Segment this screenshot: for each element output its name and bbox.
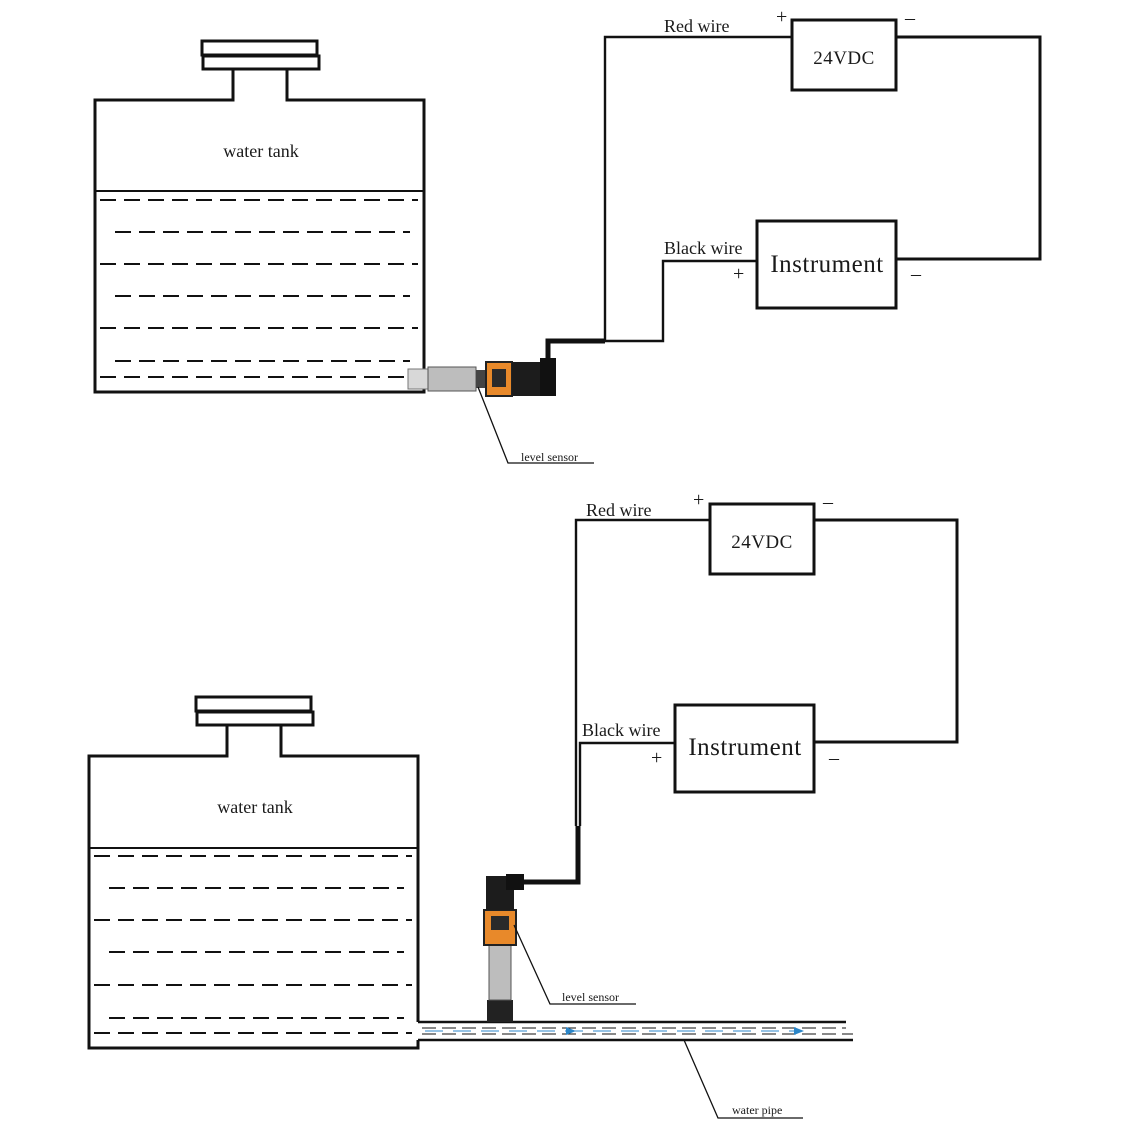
bottom-sensor-base bbox=[487, 1000, 513, 1022]
top-instrument-label: Instrument bbox=[770, 251, 883, 278]
top-sensor-label: level sensor bbox=[521, 450, 578, 464]
bottom-tank-cap-flange bbox=[195, 710, 315, 727]
bottom-sensor-display bbox=[491, 916, 509, 930]
top-power-plus: + bbox=[776, 6, 787, 28]
bottom-instrument-minus: – bbox=[828, 747, 840, 769]
top-instrument bbox=[755, 219, 898, 310]
bottom-power-supply bbox=[708, 502, 816, 576]
bottom-tank-cap bbox=[194, 695, 313, 713]
bottom-water-pipe bbox=[418, 1020, 853, 1042]
bottom-water-tank: water tank bbox=[87, 695, 420, 1050]
bottom-level-sensor bbox=[483, 874, 524, 1022]
bottom-sensor-thread bbox=[488, 944, 512, 1001]
top-power-label: 24VDC bbox=[813, 48, 875, 69]
bottom-diagram: water tank water pipe level sensor bbox=[87, 489, 959, 1119]
bottom-return-wire bbox=[814, 518, 959, 744]
top-return-wire bbox=[896, 35, 1042, 261]
top-tank-label: water tank bbox=[223, 141, 298, 161]
top-cable bbox=[545, 338, 605, 358]
bottom-sensor-cable-gland bbox=[506, 874, 524, 890]
top-sensor-thread bbox=[427, 366, 477, 392]
bottom-pipe-leader bbox=[683, 1039, 803, 1119]
top-sensor-leader bbox=[477, 386, 594, 464]
top-red-wire-label: Red wire bbox=[664, 16, 729, 36]
top-tank-body bbox=[93, 69, 426, 394]
bottom-tank-label: water tank bbox=[217, 797, 292, 817]
bottom-sensor-label: level sensor bbox=[562, 990, 619, 1004]
top-instrument-minus: – bbox=[910, 263, 922, 285]
top-black-wire bbox=[605, 259, 757, 343]
bottom-tank-body bbox=[87, 725, 420, 1050]
bottom-power-label: 24VDC bbox=[731, 532, 793, 553]
bottom-power-plus: + bbox=[693, 489, 704, 511]
top-tank-cap-flange bbox=[201, 54, 321, 71]
bottom-instrument bbox=[673, 703, 816, 794]
bottom-black-wire bbox=[578, 741, 675, 826]
top-sensor-probe-tip bbox=[407, 368, 429, 390]
bottom-power-minus: – bbox=[822, 491, 834, 513]
top-diagram: water tank level sensor Red wire Black w… bbox=[93, 6, 1042, 464]
top-sensor-connector bbox=[512, 362, 540, 396]
bottom-pipe-label: water pipe bbox=[732, 1103, 782, 1117]
top-red-wire bbox=[603, 35, 792, 341]
top-water-dashes bbox=[100, 199, 418, 378]
bottom-water-dashes bbox=[94, 855, 412, 1034]
top-black-wire-label: Black wire bbox=[664, 238, 742, 258]
bottom-instrument-plus: + bbox=[651, 747, 662, 769]
bottom-flow-arrow-1 bbox=[566, 1027, 576, 1035]
top-instrument-plus: + bbox=[733, 263, 744, 285]
bottom-flow-arrow-2 bbox=[794, 1027, 804, 1035]
top-sensor-display bbox=[492, 369, 506, 387]
bottom-red-wire bbox=[574, 518, 710, 826]
top-sensor-neck bbox=[476, 370, 486, 388]
bottom-cable bbox=[524, 826, 581, 885]
top-sensor-cable-gland bbox=[540, 358, 556, 396]
top-level-sensor bbox=[407, 358, 556, 397]
bottom-instrument-label: Instrument bbox=[688, 734, 801, 761]
top-power-minus: – bbox=[904, 7, 916, 29]
top-tank-cap bbox=[200, 39, 319, 57]
bottom-red-wire-label: Red wire bbox=[586, 500, 651, 520]
bottom-sensor-leader bbox=[513, 924, 636, 1005]
top-power-supply bbox=[790, 18, 898, 92]
bottom-black-wire-label: Black wire bbox=[582, 720, 660, 740]
top-water-tank: water tank bbox=[93, 39, 426, 394]
